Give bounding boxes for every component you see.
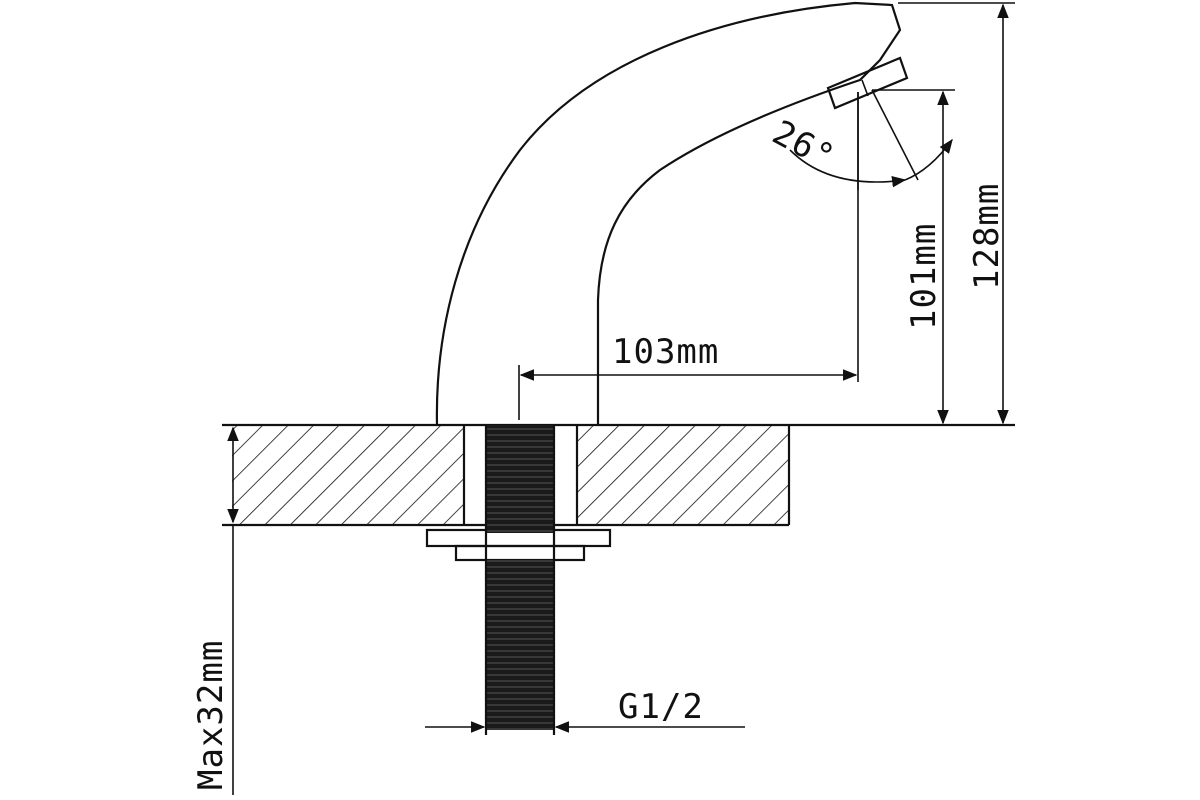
total-height-label: 128mm bbox=[967, 183, 1007, 290]
dimension-total-height: 128mm bbox=[898, 2, 1015, 425]
thread-label: G1/2 bbox=[618, 687, 704, 727]
faucet-body bbox=[435, 1, 909, 426]
dimension-deck-thickness: Max32mm bbox=[191, 426, 239, 795]
deck-thickness-label: Max32mm bbox=[191, 640, 231, 790]
mounting-deck bbox=[222, 423, 1015, 527]
dimension-spout-height: 101mm bbox=[872, 89, 955, 425]
spout-height-label: 101mm bbox=[904, 223, 944, 330]
spout-reach-label: 103mm bbox=[612, 332, 719, 372]
threaded-stud bbox=[484, 425, 556, 735]
spout-angle-label: 26° bbox=[766, 113, 842, 179]
dimension-thread: G1/2 bbox=[425, 687, 745, 733]
